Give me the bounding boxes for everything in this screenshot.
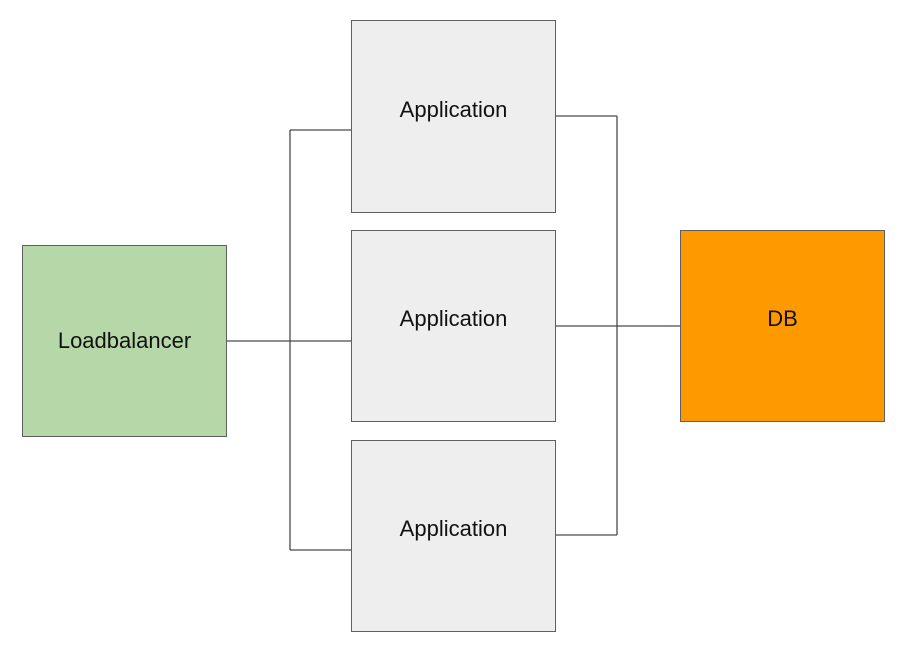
loadbalancer-node: Loadbalancer — [22, 245, 227, 437]
application-label-3: Application — [399, 516, 508, 541]
application-node-3: Application — [351, 440, 556, 632]
loadbalancer-label: Loadbalancer — [57, 328, 192, 353]
db-node: DB — [680, 230, 885, 422]
application-label-1: Application — [399, 96, 508, 122]
db-label: DB — [767, 306, 798, 331]
application-node-1: Application — [351, 20, 556, 213]
application-node-2: Application — [351, 230, 556, 422]
application-label-2: Application — [399, 306, 508, 331]
